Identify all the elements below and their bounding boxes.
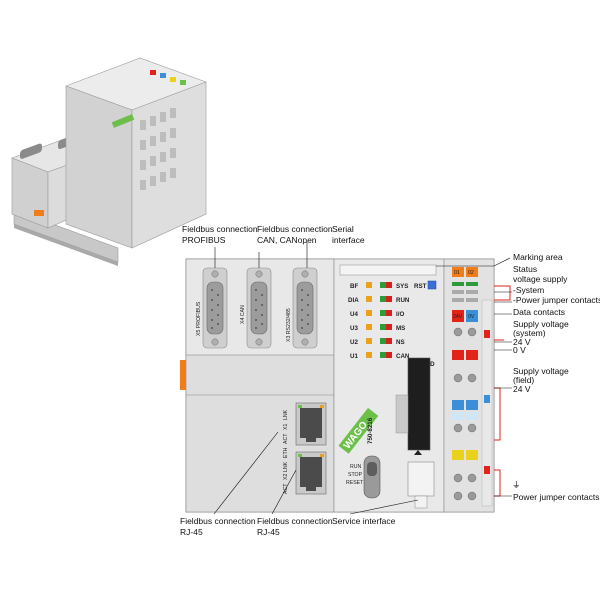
- callout-supply-field-line1: Supply voltage: [513, 366, 569, 376]
- callout-status-line1: Status: [513, 264, 537, 274]
- rj45-port-x1: [295, 402, 327, 446]
- label-lnk-x1: LNK: [283, 409, 289, 420]
- product-photo: [11, 57, 207, 266]
- label-lnk-x2: LNK: [283, 461, 289, 472]
- ground-symbol: ⏚: [512, 480, 521, 490]
- led-label-can: CAN: [396, 353, 410, 360]
- led-label-u1: U1: [350, 353, 358, 360]
- reset-button[interactable]: [427, 280, 437, 290]
- callout-serial-line1: Serial: [332, 224, 354, 234]
- callout-can-line2: CAN, CANopen: [257, 235, 317, 245]
- callout-rj45-2-line2: RJ-45: [257, 527, 280, 537]
- callout-rj45-1-line2: RJ-45: [180, 527, 203, 537]
- label-x1: X1: [283, 424, 289, 430]
- led-label-run: RUN: [396, 297, 410, 304]
- led-label-sys: SYS: [396, 283, 408, 290]
- callout-service-interface: Service interface: [332, 516, 396, 526]
- model-number: 750-8216: [367, 417, 374, 444]
- label-x2: X2: [283, 474, 289, 480]
- callout-supply-sys-line2: (system): [513, 328, 546, 338]
- terminal-0v: 0V: [468, 314, 475, 320]
- switch-label-reset: RESET: [346, 480, 364, 486]
- led-label-u3: U3: [350, 325, 358, 332]
- led-label-io: I/O: [396, 311, 404, 318]
- dsub-x4-can: [246, 267, 272, 349]
- sd-label: SD: [426, 361, 435, 368]
- terminal-24v: 24V: [453, 314, 463, 320]
- led-label-ms: MS: [396, 325, 405, 332]
- callout-status-line2: voltage supply: [513, 274, 568, 284]
- callout-supply-field-line3: 24 V: [513, 384, 531, 394]
- callout-status-line3: -System: [513, 285, 544, 295]
- rj45-port-x2: [295, 451, 327, 495]
- front-view-drawing: X5 PROFIBUS X4 CAN X3 RS232/485 X1 LNK A…: [180, 258, 511, 513]
- callout-profibus-line1: Fieldbus connection: [182, 224, 258, 234]
- led-label-u2: U2: [350, 339, 358, 346]
- service-interface-port[interactable]: [407, 461, 435, 497]
- switch-label-stop: STOP: [348, 472, 363, 478]
- label-x4-can: X4 CAN: [240, 305, 246, 324]
- dsub-x3-serial: [292, 267, 318, 349]
- label-x3-serial: X3 RS232/485: [286, 308, 292, 342]
- orange-release-tab: [180, 360, 186, 390]
- terminal-tag-02: 02: [468, 270, 474, 276]
- wago-logo-photo: [111, 114, 135, 128]
- dsub-x5-profibus: [202, 267, 228, 349]
- sd-card-slot[interactable]: [407, 357, 431, 451]
- label-eth: ETH: [283, 447, 289, 458]
- callout-power-jumper: Power jumper contacts: [513, 492, 599, 502]
- led-label-ns: NS: [396, 339, 405, 346]
- callout-serial-line2: interface: [332, 235, 365, 245]
- callout-supply-sys-line1: Supply voltage: [513, 319, 569, 329]
- led-label-dia: DIA: [348, 297, 359, 304]
- switch-label-run: RUN: [350, 464, 361, 470]
- rst-label: RST: [414, 283, 427, 290]
- callout-marking-area: Marking area: [513, 252, 563, 262]
- callout-supply-sys-line4: 0 V: [513, 345, 526, 355]
- callout-rj45-1-line1: Fieldbus connection: [180, 516, 256, 526]
- terminal-tag-01: 01: [454, 270, 460, 276]
- callout-can-line1: Fieldbus connection: [257, 224, 333, 234]
- label-act-x1: ACT: [283, 433, 289, 444]
- callout-profibus-line2: PROFIBUS: [182, 235, 226, 245]
- label-x5-profibus: X5 PROFIBUS: [196, 301, 202, 336]
- dsub-connector-photo: [20, 143, 42, 159]
- led-label-u4: U4: [350, 311, 358, 318]
- callout-supply-sys-line3: 24 V: [513, 337, 531, 347]
- led-label-bf: BF: [350, 283, 358, 290]
- status-leds: [366, 282, 392, 358]
- callout-rj45-2-line1: Fieldbus connection: [257, 516, 333, 526]
- callout-data-contacts: Data contacts: [513, 307, 565, 317]
- callout-status-line4: -Power jumper contacts: [513, 295, 600, 305]
- callout-supply-field-line2: (field): [513, 375, 534, 385]
- marking-strip: [339, 264, 437, 276]
